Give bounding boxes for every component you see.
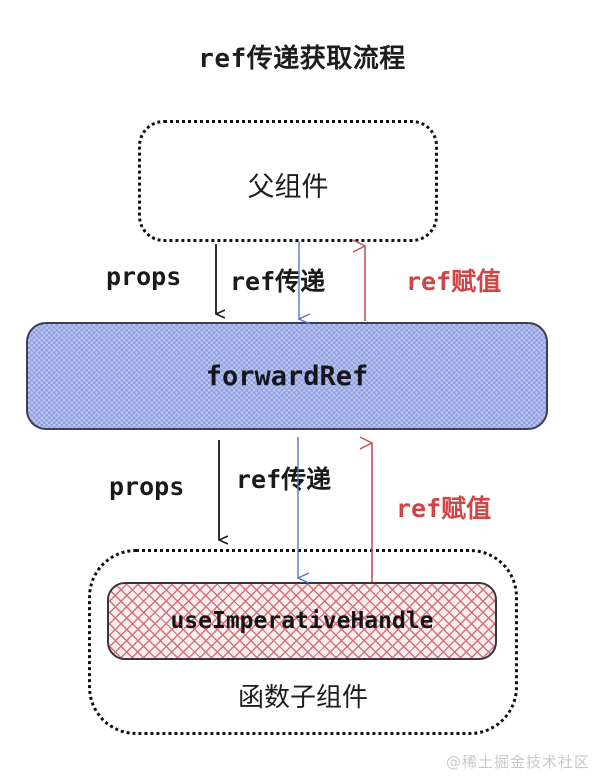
- node-useimperativehandle: useImperativeHandle: [107, 582, 497, 660]
- watermark: @稀土掘金技术社区: [445, 753, 590, 771]
- edge-label-ref-pass-upper: ref传递: [230, 267, 326, 296]
- edge-label-ref-assign-lower: ref赋值: [396, 494, 492, 523]
- node-forwardref-label: forwardRef: [205, 360, 369, 392]
- edge-label-props-upper: props: [106, 262, 182, 291]
- node-useimperativehandle-label: useImperativeHandle: [170, 608, 434, 634]
- node-parent-component: 父组件: [138, 120, 438, 242]
- node-forwardref: forwardRef: [26, 322, 548, 430]
- edge-label-ref-assign-upper: ref赋值: [406, 267, 502, 296]
- page-title: ref传递获取流程: [198, 44, 406, 74]
- edge-label-ref-pass-lower: ref传递: [236, 465, 332, 494]
- node-parent-component-label: 父组件: [247, 172, 329, 203]
- node-function-child-component-label: 函数子组件: [237, 683, 368, 713]
- edge-label-props-lower: props: [109, 472, 185, 501]
